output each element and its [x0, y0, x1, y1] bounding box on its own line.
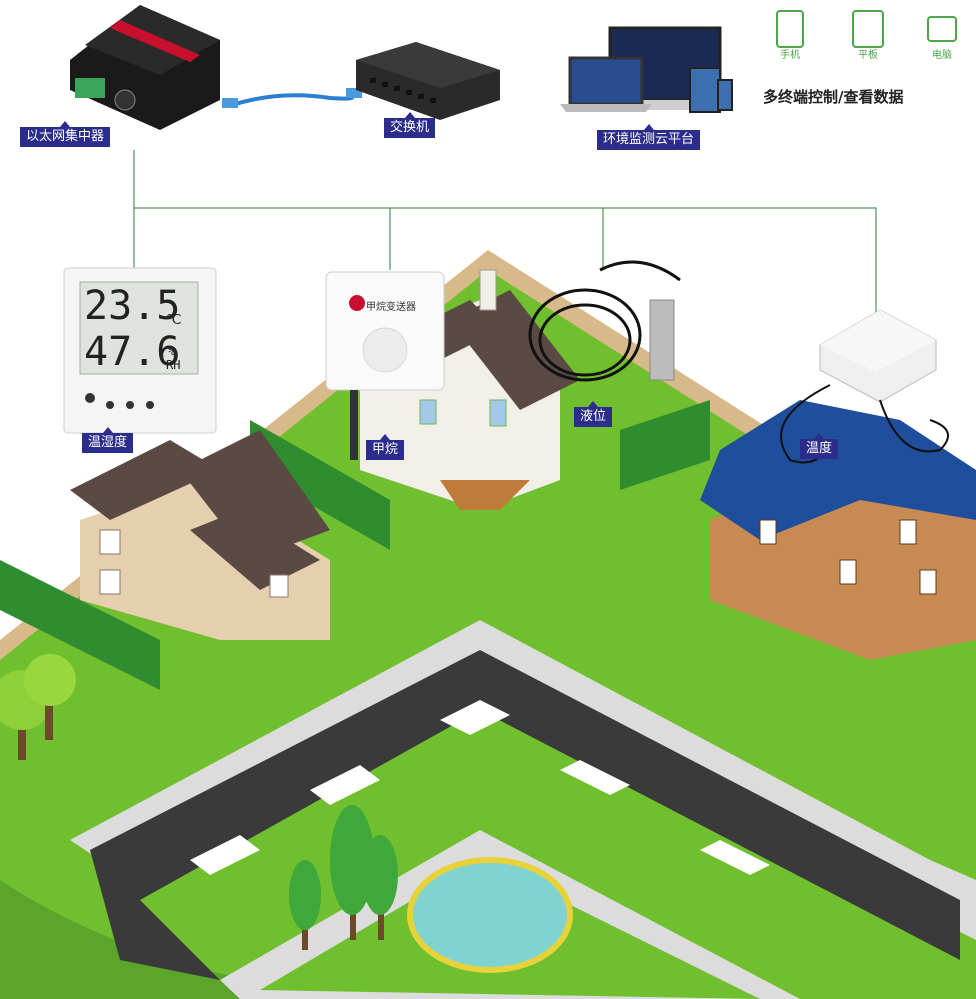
label-liquid-level: 液位 [574, 401, 613, 427]
cloud-platform-screens [560, 26, 733, 113]
temp-humidity-device [63, 267, 217, 434]
terminal-phone-label: 手机 [780, 50, 800, 61]
label-methane: 甲烷 [366, 434, 405, 460]
lcd-temperature-unit: ℃ [166, 312, 182, 328]
tablet-icon [852, 10, 884, 48]
label-temperature: 温度 [800, 433, 839, 459]
monitor-icon [927, 16, 957, 42]
label-cloud: 环境监测云平台 [597, 124, 701, 150]
slogan: 多终端控制/查看数据 [763, 88, 904, 106]
lcd-humidity: 47.6 [84, 329, 181, 375]
methane-device-label: 甲烷变送器 [366, 302, 416, 313]
phone-icon [776, 10, 804, 48]
house-right [700, 400, 976, 660]
lcd-temperature: 23.5 [84, 283, 181, 329]
label-switch: 交换机 [384, 112, 436, 138]
terminal-tablet: 平板 [851, 10, 885, 62]
terminal-computer: 电脑 [925, 10, 959, 62]
terminal-phone: 手机 [773, 10, 807, 62]
trees [0, 654, 398, 950]
house-left [70, 430, 330, 640]
label-hub: 以太网集中器 [20, 121, 111, 147]
methane-transmitter-device [325, 271, 445, 460]
hedges [0, 400, 710, 690]
network-lines [133, 150, 877, 340]
terminal-computer-label: 电脑 [932, 50, 952, 61]
pond [407, 857, 573, 973]
lcd-humidity-unit: % [168, 344, 176, 358]
switch-device [356, 42, 500, 120]
ethernet-hub-device [70, 5, 220, 130]
temperature-transmitter-device [780, 309, 949, 464]
liquid-level-sensor [528, 260, 681, 382]
label-temp-humidity: 温湿度 [82, 427, 134, 453]
lcd-humidity-sub: RH [166, 358, 181, 372]
terminal-tablet-label: 平板 [858, 50, 878, 61]
ethernet-cable [222, 88, 362, 108]
